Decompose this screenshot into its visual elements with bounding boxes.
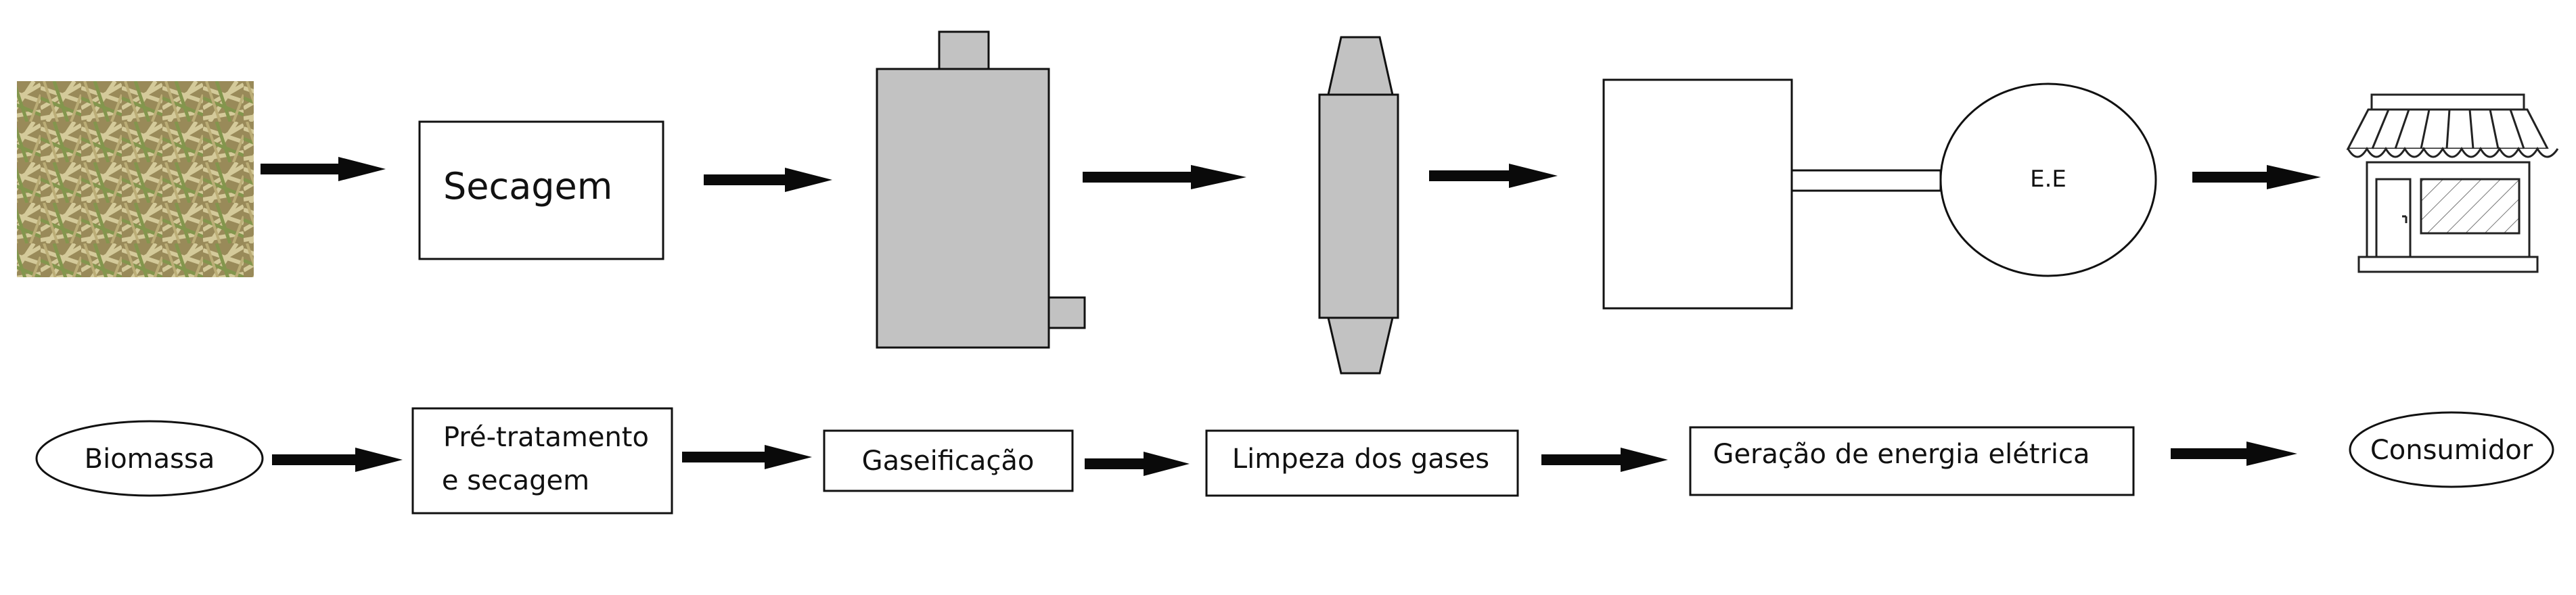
store-icon <box>2346 93 2559 273</box>
power-generation-node: Geração de energia elétrica <box>1689 426 2135 496</box>
power-generation-label: Geração de energia elétrica <box>1713 439 2089 470</box>
pretreatment-label-line2: e secagem <box>442 465 589 496</box>
pretreatment-node: Pré-tratamento e secagem <box>411 407 673 515</box>
drying-label: Secagem <box>443 165 612 208</box>
consumer-label: Consumidor <box>2370 435 2533 466</box>
gas-cleaning-node: Limpeza dos gases <box>1205 429 1519 497</box>
shaft <box>1790 169 1942 192</box>
arrow-top-5 <box>2192 165 2321 189</box>
arrow-top-2 <box>704 168 832 192</box>
biomass-node: Biomassa <box>35 420 264 497</box>
generator-circle: E.E <box>1939 82 2157 277</box>
arrow-top-1 <box>261 157 386 181</box>
biomass-label: Biomassa <box>85 444 215 475</box>
gasification-node: Gaseificação <box>823 429 1074 492</box>
arrow-bottom-2 <box>682 445 812 469</box>
arrow-bottom-1 <box>272 448 403 472</box>
biomass-photo <box>17 81 254 277</box>
pretreatment-label-line1: Pré-tratamento <box>443 422 649 453</box>
consumer-node: Consumidor <box>2349 411 2554 488</box>
gasification-label: Gaseificação <box>862 446 1035 477</box>
gas-cleaning-column-icon <box>1318 36 1399 375</box>
arrow-bottom-3 <box>1085 452 1190 476</box>
gasifier-icon <box>876 30 1086 349</box>
engine-box <box>1602 78 1793 310</box>
arrow-bottom-5 <box>2171 442 2297 466</box>
arrow-bottom-4 <box>1541 448 1668 472</box>
gas-cleaning-label: Limpeza dos gases <box>1232 444 1489 475</box>
drying-box: Secagem <box>418 120 664 260</box>
generator-label: E.E <box>2030 166 2066 193</box>
arrow-top-3 <box>1083 165 1246 189</box>
arrow-top-4 <box>1429 164 1558 188</box>
